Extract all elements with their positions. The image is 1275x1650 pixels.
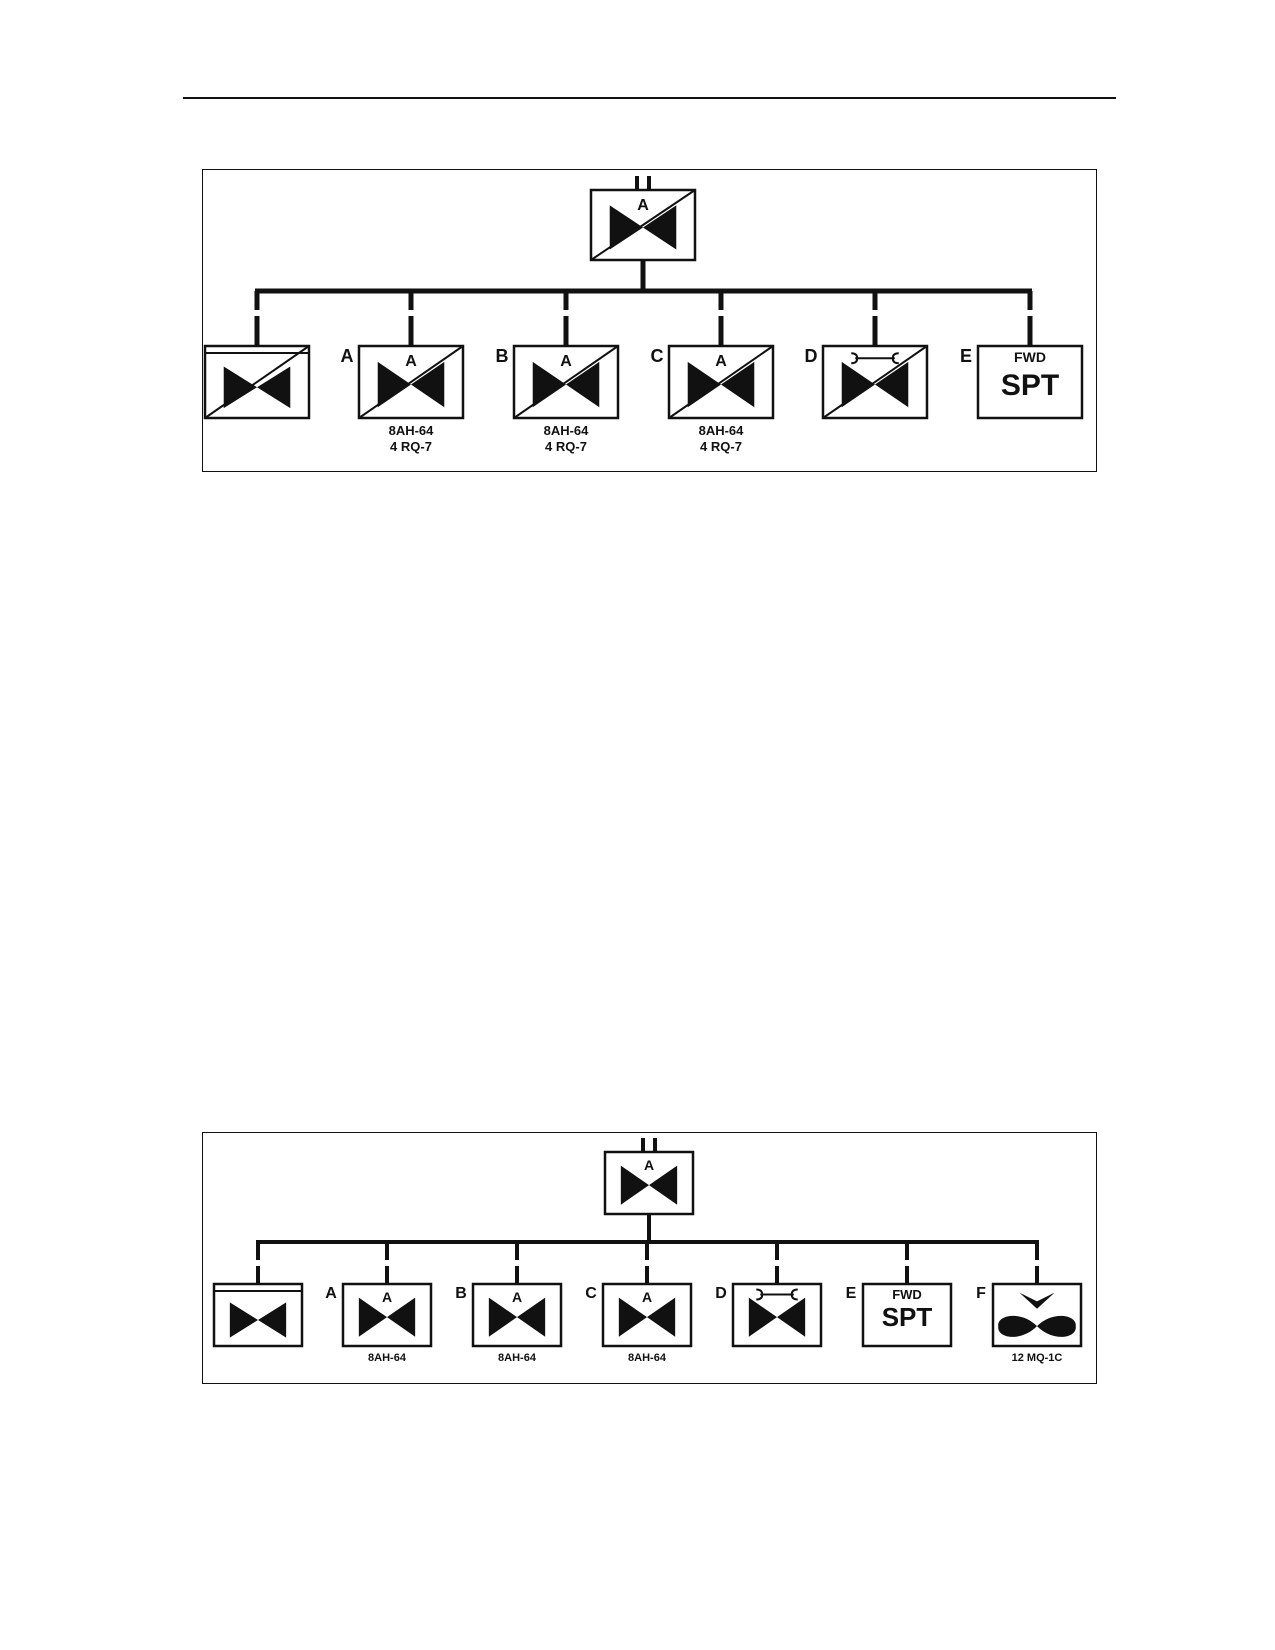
unit-box [976, 344, 1084, 420]
hq-letter: A [644, 1157, 654, 1173]
wrench-jaw-right [790, 1288, 798, 1301]
unit-box [821, 344, 929, 420]
unit-box [471, 1282, 563, 1348]
company-designation: E [846, 1285, 857, 1302]
unit-bowtie [223, 366, 291, 409]
unit-bowtie [229, 1302, 287, 1338]
unit-bowtie [488, 1297, 546, 1337]
capability-label: 8AH-64 [389, 423, 435, 438]
hq-diagonal [590, 189, 696, 261]
unit-d: D [805, 291, 929, 420]
company-designation: A [325, 1285, 337, 1302]
unit-b: B A 8AH-644 RQ-7 [496, 291, 620, 454]
company-designation: D [805, 346, 818, 366]
support-main-text: SPT [882, 1302, 933, 1332]
company-designation: D [715, 1285, 727, 1302]
unit-c: C A 8AH-644 RQ-7 [651, 291, 775, 454]
unit-d: D [715, 1242, 823, 1348]
unit-diagonal [358, 345, 464, 419]
support-main-text: SPT [1001, 369, 1059, 402]
unit-bowtie [841, 361, 909, 408]
unit-letter: A [715, 353, 727, 370]
hq-bowtie [620, 1165, 678, 1205]
hq-symbol: A [589, 176, 697, 262]
unit-bowtie [358, 1297, 416, 1337]
support-top-text: FWD [1014, 349, 1046, 365]
unit-box [731, 1282, 823, 1348]
unit-bowtie [748, 1297, 806, 1337]
capability-label: 4 RQ-7 [390, 439, 432, 454]
capability-label: 8AH-64 [544, 423, 590, 438]
unit-hhc [203, 291, 311, 420]
unit-box [991, 1282, 1083, 1348]
capability-label: 12 MQ-1C [1012, 1352, 1063, 1364]
hq-letter: A [637, 197, 649, 214]
unit-letter: A [560, 353, 572, 370]
unit-diagonal [668, 345, 774, 419]
capability-label: 4 RQ-7 [700, 439, 742, 454]
unit-box [512, 344, 620, 420]
wrench-jaw-left [851, 352, 859, 365]
header-rule [183, 97, 1116, 99]
unit-hhc [212, 1242, 304, 1348]
company-designation: C [651, 346, 664, 366]
company-designation: B [455, 1285, 467, 1302]
unit-c: C A 8AH-64 [585, 1242, 693, 1364]
unit-f: F 12 MQ-1C [976, 1242, 1083, 1364]
unit-a: A A 8AH-644 RQ-7 [341, 291, 465, 454]
company-designation: C [585, 1285, 597, 1302]
unit-b: B A 8AH-64 [455, 1242, 563, 1364]
capability-label: 4 RQ-7 [545, 439, 587, 454]
unit-box [667, 344, 775, 420]
uas-chevron [1019, 1292, 1055, 1309]
unit-bowtie [618, 1297, 676, 1337]
capability-label: 8AH-64 [498, 1352, 537, 1364]
unit-letter: A [512, 1289, 522, 1305]
unit-letter: A [405, 353, 417, 370]
unit-e: E FWD SPT [960, 291, 1084, 420]
capability-label: 8AH-64 [699, 423, 745, 438]
capability-label: 8AH-64 [628, 1352, 667, 1364]
wrench-jaw-right [891, 352, 899, 365]
unit-box [212, 1282, 304, 1348]
company-designation: F [976, 1285, 986, 1302]
unit-box [601, 1282, 693, 1348]
company-designation: E [960, 346, 972, 366]
unit-diagonal [513, 345, 619, 419]
company-designation: A [341, 346, 354, 366]
unit-box [861, 1282, 953, 1348]
unit-diagonal [204, 345, 310, 419]
capability-label: 8AH-64 [368, 1352, 407, 1364]
unit-diagonal [822, 345, 928, 419]
unit-letter: A [382, 1289, 392, 1305]
hq-symbol: A [603, 1138, 695, 1216]
unit-box [357, 344, 465, 420]
unit-box [203, 344, 311, 420]
unit-box [341, 1282, 433, 1348]
wrench-jaw-left [756, 1288, 764, 1301]
unit-letter: A [642, 1289, 652, 1305]
unit-a: A A 8AH-64 [325, 1242, 433, 1364]
company-designation: B [496, 346, 509, 366]
support-top-text: FWD [892, 1287, 922, 1302]
uas-propeller [998, 1315, 1076, 1337]
